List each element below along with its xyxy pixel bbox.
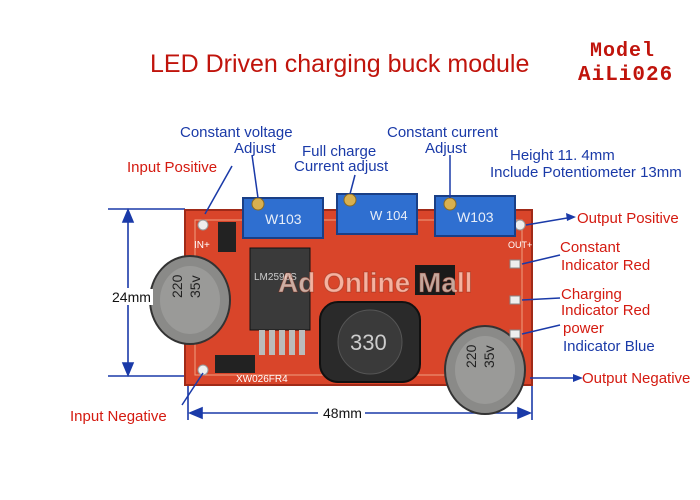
output-negative-label: Output Negative	[582, 370, 691, 387]
led-power	[509, 329, 521, 339]
cap1-marking: 220	[169, 274, 185, 298]
pot-screw	[343, 193, 357, 207]
diode	[215, 355, 255, 373]
chip-pins	[259, 330, 305, 355]
height-line2: Include Potentiometer 13mm	[490, 164, 682, 181]
width-dimension: 48mm	[323, 405, 362, 421]
power-label-line2: Indicator Blue	[563, 338, 655, 355]
input-negative-label: Input Negative	[70, 408, 167, 425]
dimension-lines	[108, 207, 533, 420]
chip-marking: LM2596S	[254, 272, 297, 283]
cap2-marking: 220	[463, 344, 479, 368]
pointer-lines	[181, 154, 580, 406]
cv-label-line1: Constant voltage	[180, 124, 293, 141]
fc-label-line2: Current adjust	[294, 158, 389, 175]
silk-out-plus: OUT+	[508, 240, 532, 250]
output-positive-label: Output Positive	[577, 210, 679, 227]
constant-label-line1: Constant	[560, 239, 621, 256]
mounting-hole	[197, 219, 209, 231]
constant-label-line2: Indicator Red	[561, 257, 651, 274]
cv-label-line2: Adjust	[234, 140, 276, 157]
model-number: AiLi026	[578, 64, 674, 87]
charging-label-line1: Charging	[561, 286, 622, 303]
led-constant	[509, 259, 521, 269]
cap1-voltage: 35v	[187, 275, 203, 298]
pot3-marking: W103	[457, 209, 494, 225]
power-label-line1: power	[563, 320, 604, 337]
inductor-marking: 330	[350, 330, 387, 355]
cc-label-line2: Adjust	[425, 140, 467, 157]
watermark: Ad Online Mall	[278, 267, 472, 298]
height-line1: Height 11. 4mm	[510, 147, 615, 164]
charging-label-line2: Indicator Red	[561, 302, 651, 319]
mounting-hole	[514, 219, 526, 231]
silk-part-number: XW026FR4	[236, 374, 288, 385]
silk-in-plus: IN+	[194, 240, 210, 251]
cc-label-line1: Constant current	[387, 124, 498, 141]
regulator-chip	[249, 247, 311, 331]
page-title: LED Driven charging buck module	[150, 50, 530, 78]
pot-screw	[443, 197, 457, 211]
input-positive-label: Input Positive	[127, 159, 218, 176]
pot1-marking: W103	[265, 211, 302, 227]
pot2-marking: W 104	[370, 208, 408, 223]
height-dimension: 24mm	[110, 289, 153, 305]
fc-label-line1: Full charge	[302, 143, 377, 160]
cap2-voltage: 35v	[481, 345, 497, 368]
pot-screw	[251, 197, 265, 211]
model-label: Model	[590, 40, 656, 63]
ic-chip	[415, 265, 455, 295]
led-charging	[509, 295, 521, 305]
component	[218, 222, 236, 252]
mounting-hole	[197, 364, 209, 376]
potentiometer-current	[434, 195, 516, 237]
